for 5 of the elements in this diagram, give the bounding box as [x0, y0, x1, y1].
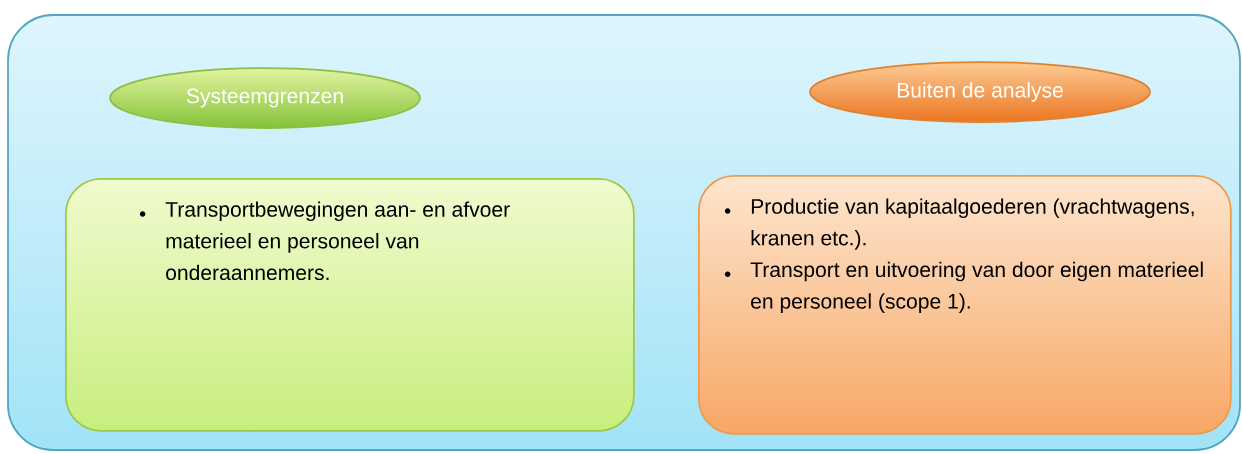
rounded-box [698, 175, 1232, 435]
bullet-text: Transportbewegingen aan- en afvoer materieel en personeel van onderaannemers. [165, 201, 510, 281]
bullet-text: Transport en uitvoering van door eigen materieel en personeel (scope 1). [750, 261, 1203, 313]
rounded-box [65, 178, 635, 432]
bullet-text: Productie van kapitaalgoederen (vrachtwagens, kranen etc.). [751, 198, 1194, 250]
